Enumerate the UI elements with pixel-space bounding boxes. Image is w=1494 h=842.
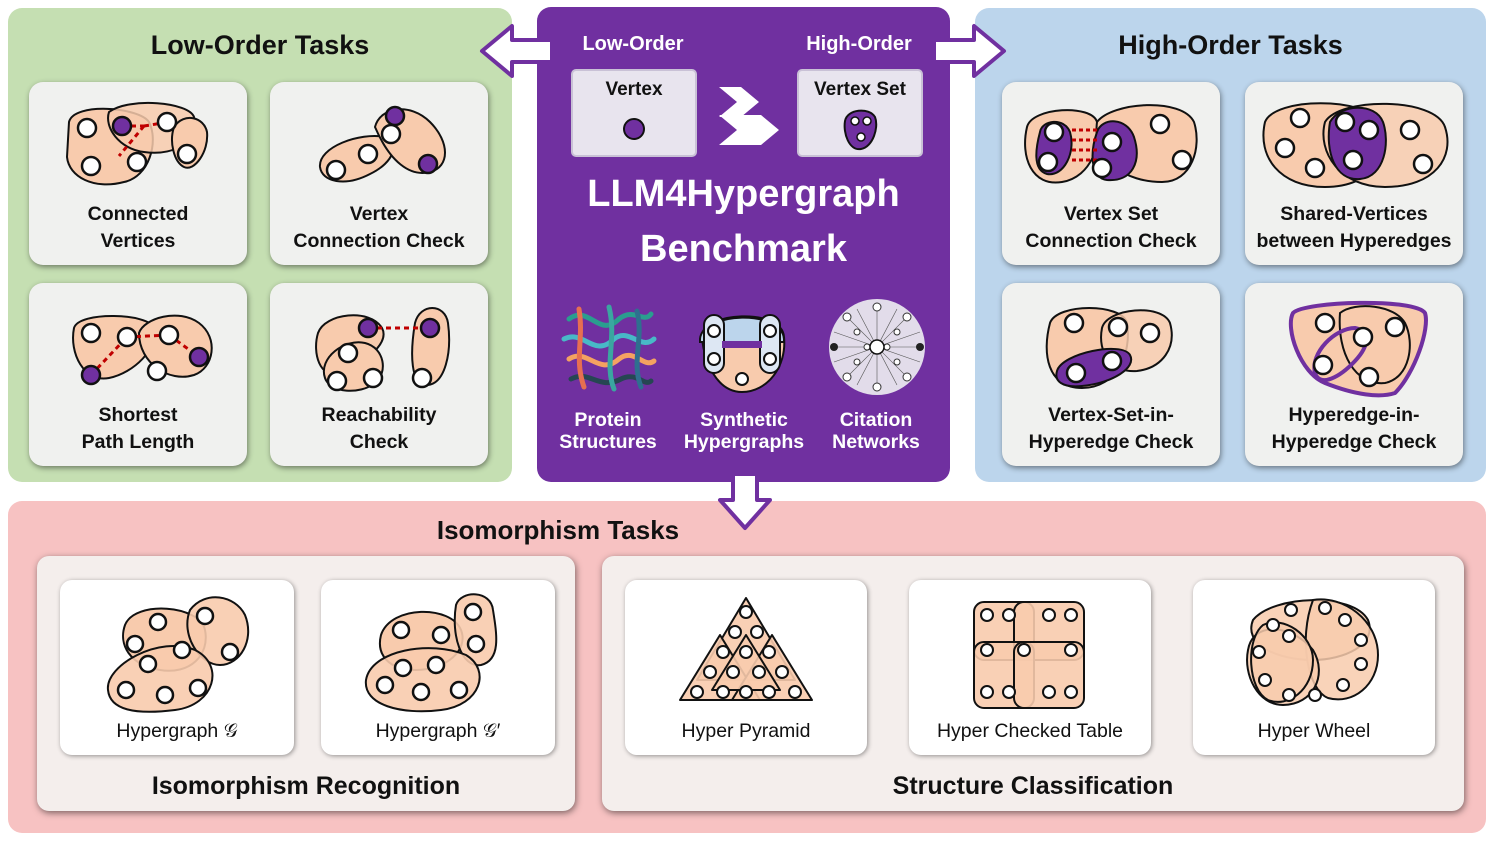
dataset-citation-label: Citation Networks — [817, 409, 935, 453]
arrow-right-icon — [932, 24, 1006, 78]
hyper-wheel-label: Hyper Wheel — [1257, 720, 1371, 742]
vertex-connection-icon — [318, 105, 446, 183]
vertex-set-connection-icon — [1024, 104, 1198, 184]
task-card-shortest-path: Shortest Path Length — [29, 283, 247, 466]
protein-structure-icon — [561, 304, 657, 392]
task-card-reachability: Reachability Check — [270, 283, 488, 466]
low-order-title: Low-Order Tasks — [150, 30, 370, 60]
hyper-wheel-icon — [1246, 598, 1380, 707]
hyper-checked-table-icon — [973, 601, 1085, 709]
much-greater-than-icon — [719, 87, 779, 145]
benchmark-title-line2: Benchmark — [640, 228, 847, 270]
vertex-set-icon — [843, 109, 878, 151]
isomorphism-title: Isomorphism Tasks — [436, 515, 680, 545]
benchmark-panel: Low-Order High-Order Vertex Vertex Set L… — [537, 7, 950, 482]
task-label-line1: Shortest — [98, 404, 178, 426]
isomorphism-panel: Isomorphism Tasks Hypergraph 𝒢 — [8, 501, 1486, 833]
hypergraph-g-icon — [106, 596, 250, 713]
reachability-icon — [315, 307, 451, 392]
hyper-checked-table-label: Hyper Checked Table — [936, 720, 1124, 742]
dataset-synthetic-label: Synthetic Hypergraphs — [677, 409, 811, 453]
task-card-shared-vertices: Shared-Vertices between Hyperedges — [1245, 82, 1463, 265]
vertex-set-example-label: Vertex Set — [814, 79, 906, 100]
arrow-down-icon — [718, 472, 772, 530]
hyper-pyramid-label: Hyper Pyramid — [681, 720, 811, 742]
task-label-line1: Vertex-Set-in- — [1048, 404, 1174, 426]
task-label-line2: Hyperedge Check — [1028, 431, 1194, 453]
task-label-line1: Reachability — [321, 404, 437, 426]
benchmark-title-line1: LLM4Hypergraph — [587, 173, 900, 215]
hypergraph-g-prime-icon — [364, 593, 498, 713]
hypergraph-g-label: Hypergraph 𝒢 — [116, 720, 238, 742]
dataset-label-line1: Synthetic — [700, 409, 788, 431]
task-label-line2: Hyperedge Check — [1271, 431, 1437, 453]
vertex-example-label: Vertex — [605, 79, 663, 100]
hypergraph-g-prime-label: Hypergraph 𝒢′ — [375, 720, 501, 742]
isomorphism-recognition-title: Isomorphism Recognition — [151, 772, 461, 800]
high-order-panel: High-Order Tasks Vertex Set Connection C… — [975, 8, 1486, 482]
vertex-example-box: Vertex — [571, 69, 697, 157]
task-label-line1: Hyperedge-in- — [1288, 404, 1420, 426]
shortest-path-icon — [72, 314, 213, 386]
synthetic-hypergraph-icon — [699, 314, 786, 394]
task-label-line2: between Hyperedges — [1256, 230, 1452, 252]
dataset-protein-label: Protein Structures — [549, 409, 667, 453]
task-label-line2: Path Length — [81, 431, 195, 453]
task-label-line2: Check — [349, 431, 409, 453]
task-card-vertex-set-in-hyperedge: Vertex-Set-in- Hyperedge Check — [1002, 283, 1220, 466]
structure-classification-title: Structure Classification — [892, 772, 1174, 800]
hyperedge-in-hyperedge-icon — [1288, 300, 1428, 398]
dataset-label-line2: Structures — [559, 431, 657, 453]
hypergraph-g-prime-card: Hypergraph 𝒢′ — [321, 580, 555, 755]
task-label-line1: Connected — [87, 203, 189, 225]
low-order-label: Low-Order — [582, 33, 684, 55]
connected-vertices-icon — [65, 102, 209, 186]
task-card-vertex-set-connection: Vertex Set Connection Check — [1002, 82, 1220, 265]
vertex-set-in-hyperedge-icon — [1045, 307, 1173, 390]
task-card-vertex-connection-check: Vertex Connection Check — [270, 82, 488, 265]
high-order-label: High-Order — [806, 33, 912, 55]
citation-network-icon — [829, 299, 925, 395]
structure-classification-panel: Hyper Pyramid Hyper Checked Table — [602, 556, 1464, 811]
hyper-pyramid-icon — [679, 597, 813, 701]
dataset-label-line1: Protein — [574, 409, 642, 431]
hyper-pyramid-card: Hyper Pyramid — [625, 580, 867, 755]
task-label-line2: Vertices — [100, 230, 176, 252]
task-label-line1: Vertex Set — [1063, 203, 1159, 225]
hypergraph-g-card: Hypergraph 𝒢 — [60, 580, 294, 755]
dataset-label-line1: Citation — [839, 409, 913, 431]
vertex-set-example-box: Vertex Set — [797, 69, 923, 157]
arrow-left-icon — [480, 24, 554, 78]
dataset-label-line2: Hypergraphs — [683, 431, 805, 453]
hyper-checked-table-card: Hyper Checked Table — [909, 580, 1151, 755]
shared-vertices-icon — [1262, 102, 1449, 189]
task-card-hyperedge-in-hyperedge: Hyperedge-in- Hyperedge Check — [1245, 283, 1463, 466]
dataset-label-line2: Networks — [832, 431, 920, 453]
task-label-line1: Shared-Vertices — [1280, 203, 1428, 225]
vertex-dot-icon — [623, 118, 645, 140]
low-order-panel: Low-Order Tasks Connected Vertices — [8, 8, 512, 482]
task-label-line1: Vertex — [349, 203, 409, 225]
task-label-line2: Connection Check — [293, 230, 465, 252]
high-order-title: High-Order Tasks — [1118, 30, 1343, 60]
task-label-line2: Connection Check — [1025, 230, 1197, 252]
hyper-wheel-card: Hyper Wheel — [1193, 580, 1435, 755]
task-card-connected-vertices: Connected Vertices — [29, 82, 247, 265]
isomorphism-recognition-panel: Hypergraph 𝒢 Hypergraph 𝒢′ Isomorphism R… — [37, 556, 575, 811]
